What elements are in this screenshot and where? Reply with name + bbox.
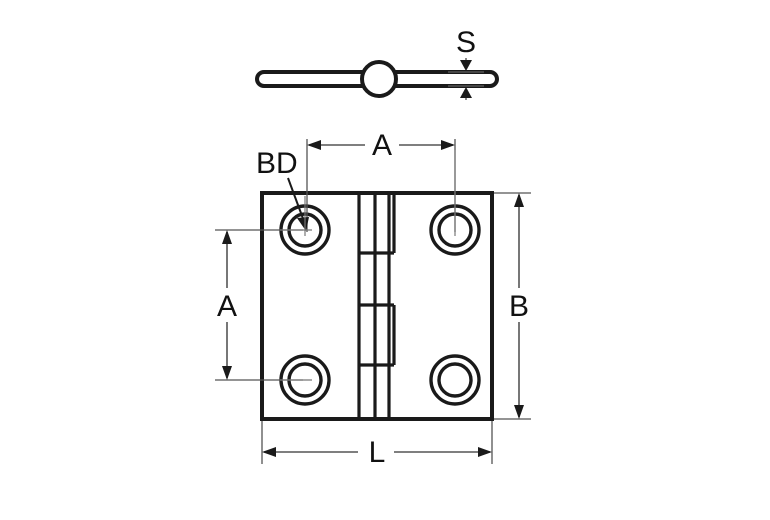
dimension-label-a-horizontal: A bbox=[372, 129, 392, 162]
front-view-group bbox=[260, 191, 494, 421]
bd-leader-line bbox=[287, 177, 306, 225]
a-h-arrowhead-left bbox=[307, 140, 321, 150]
dimension-label-a-vertical: A bbox=[217, 290, 237, 323]
dimension-label-bd: BD bbox=[256, 147, 298, 180]
s-arrowhead-up bbox=[460, 87, 472, 98]
top-view-right-leaf bbox=[390, 70, 499, 88]
dimension-label-b: B bbox=[509, 290, 529, 323]
dimension-label-l: L bbox=[369, 436, 386, 469]
top-view-left-leaf bbox=[255, 70, 368, 88]
label-bd-group: BD bbox=[256, 147, 309, 231]
dimension-l-group: L bbox=[261, 421, 493, 469]
b-arrowhead-down bbox=[514, 405, 524, 419]
s-arrowhead-down bbox=[460, 60, 472, 71]
hole-bottom-right bbox=[429, 354, 481, 406]
l-arrowhead-left bbox=[262, 447, 276, 457]
dimension-s-group: S bbox=[448, 26, 484, 100]
dimension-b-group: B bbox=[494, 192, 531, 420]
centerlines-group bbox=[280, 150, 456, 381]
a-h-arrowhead-right bbox=[441, 140, 455, 150]
top-view-group bbox=[255, 60, 499, 98]
a-v-arrowhead-up bbox=[222, 230, 232, 244]
dimension-a-vertical-group: A bbox=[215, 229, 303, 381]
top-view-knuckle-pin bbox=[360, 60, 398, 98]
dimension-label-s: S bbox=[456, 26, 476, 59]
b-arrowhead-up bbox=[514, 193, 524, 207]
dimension-a-horizontal-group: A bbox=[306, 129, 456, 232]
l-arrowhead-right bbox=[478, 447, 492, 457]
bd-arrowhead bbox=[297, 217, 309, 231]
knuckle-column-group bbox=[357, 193, 396, 419]
a-v-arrowhead-down bbox=[222, 366, 232, 380]
